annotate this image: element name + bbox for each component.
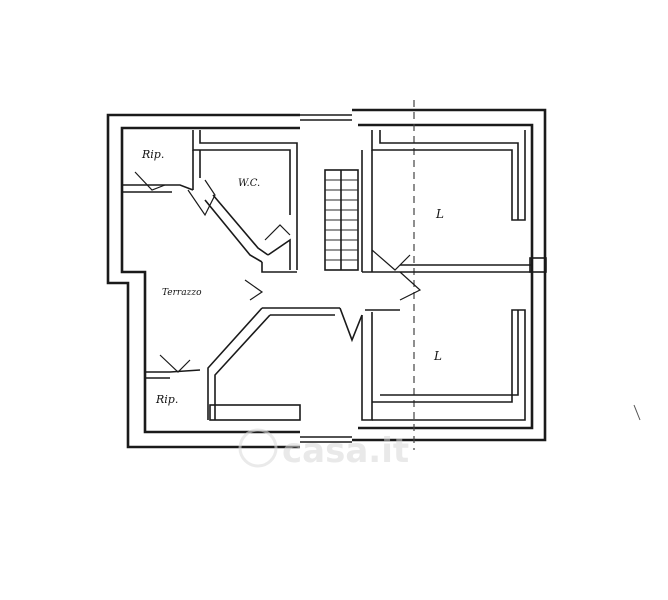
label-letto-bottom: L xyxy=(433,349,442,363)
bedroom-walls xyxy=(361,130,547,421)
room-labels: Rip. W.C. Terrazzo L L Rip. xyxy=(141,148,444,406)
watermark-text: casa.it xyxy=(282,431,409,471)
label-letto-top: L xyxy=(435,207,444,221)
door-swings xyxy=(134,171,422,373)
label-rip-top: Rip. xyxy=(141,148,164,161)
label-wc: W.C. xyxy=(238,178,260,189)
label-terrace: Terrazzo xyxy=(162,288,202,298)
outer-walls xyxy=(106,108,547,449)
stair xyxy=(324,169,359,271)
label-rip-bottom: Rip. xyxy=(155,393,178,406)
left-partitions xyxy=(122,130,400,421)
scan-artifact xyxy=(633,404,641,421)
watermark: casa.it xyxy=(238,428,409,471)
